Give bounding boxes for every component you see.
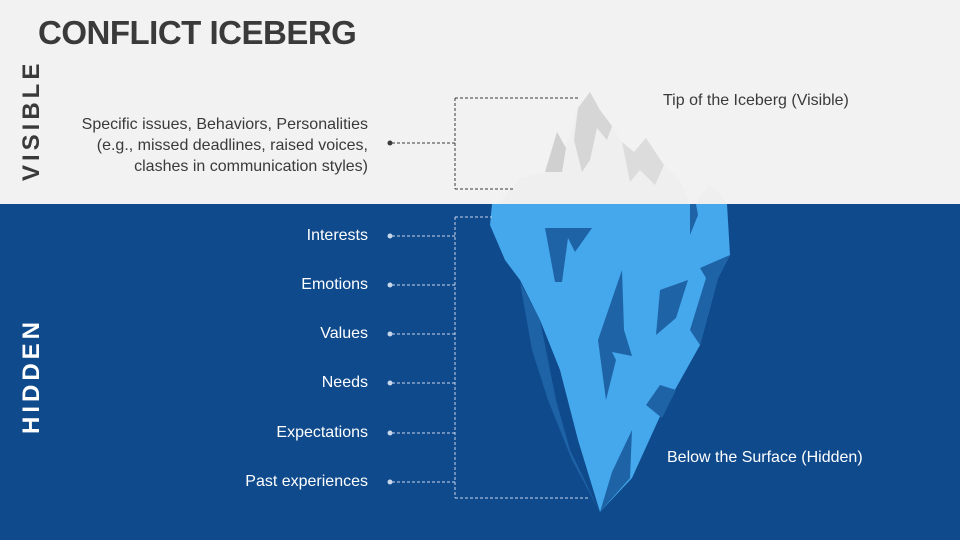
visible-description-line: (e.g., missed deadlines, raised voices,: [96, 137, 368, 154]
below-surface-label: Below the Surface (Hidden): [667, 449, 863, 466]
ice-crack-5: [656, 280, 688, 335]
visible-description-line: Specific issues, Behaviors, Personalitie…: [81, 116, 368, 133]
ice-crack-1: [545, 228, 592, 282]
hidden-connectors: [387, 233, 455, 485]
ice-crack-3: [690, 255, 730, 345]
iceberg-tip-body: [498, 92, 690, 204]
connector-dot-needs: [387, 380, 393, 386]
connector-dot-past-experiences: [387, 479, 393, 485]
hidden-item-values: Values: [320, 325, 368, 342]
hidden-bracket: [454, 216, 588, 499]
visible-description-line: clashes in communication styles): [134, 158, 368, 175]
ice-crack-6: [598, 270, 632, 400]
connector-dot-interests: [387, 233, 393, 239]
hidden-zone: [0, 204, 960, 540]
visible-connector: [387, 97, 580, 190]
hidden-item-interests: Interests: [306, 227, 368, 244]
visible-description: Specific issues, Behaviors, Personalitie…: [68, 114, 368, 177]
iceberg-small-peak: [696, 184, 727, 204]
hidden-item-expectations: Expectations: [276, 424, 368, 441]
hidden-item-emotions: Emotions: [301, 276, 368, 293]
ice-crack-7: [600, 430, 632, 512]
ice-crack-4: [646, 385, 676, 418]
iceberg-tip-shade-right: [622, 138, 664, 185]
tip-label: Tip of the Iceberg (Visible): [663, 92, 849, 109]
ice-edge-left: [520, 282, 600, 512]
iceberg-body: [490, 204, 730, 512]
visible-connector-dot: [387, 140, 393, 146]
iceberg-tip: [498, 92, 727, 204]
iceberg-tip-shade: [574, 92, 612, 172]
visible-zone: [0, 0, 960, 204]
connector-dot-expectations: [387, 430, 393, 436]
iceberg-tip-shade-left: [545, 132, 566, 172]
connector-dot-emotions: [387, 282, 393, 288]
connector-dot-values: [387, 331, 393, 337]
page-title: CONFLICT ICEBERG: [38, 14, 357, 51]
hidden-item-needs: Needs: [321, 374, 368, 391]
hidden-item-past-experiences: Past experiences: [245, 473, 368, 490]
ice-crack-2: [690, 204, 698, 235]
